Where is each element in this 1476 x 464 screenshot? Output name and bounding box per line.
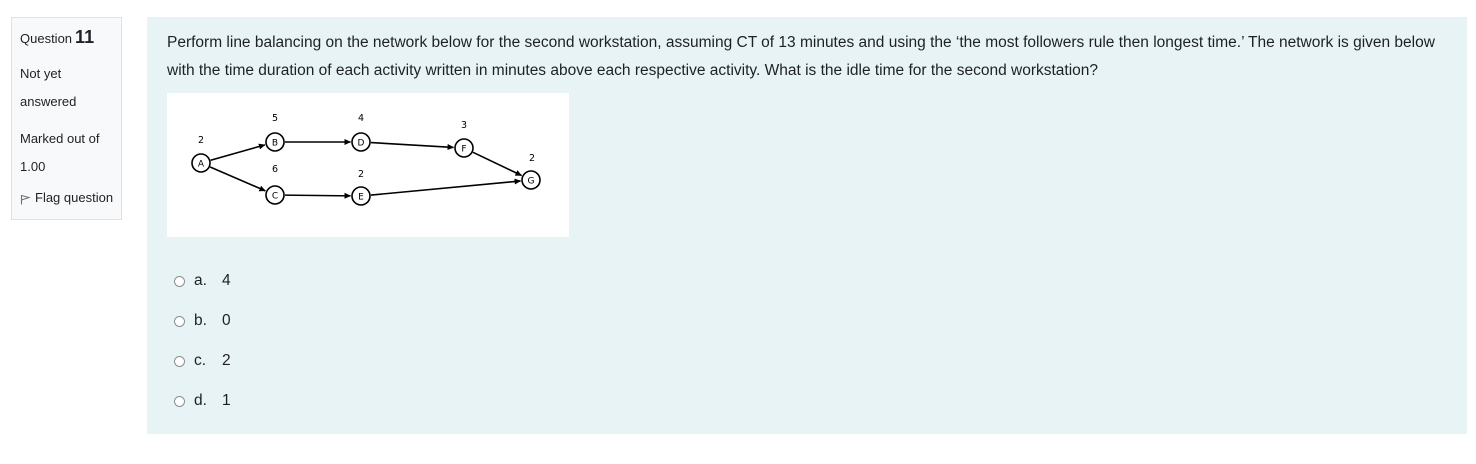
answer-radio-b[interactable] (174, 315, 185, 327)
question-grade: Marked out of 1.00 (20, 125, 120, 181)
node-b-label: B (272, 139, 278, 149)
question-number: 11 (75, 27, 95, 47)
question-status: Not yet answered (20, 60, 110, 116)
status-line-1: Not yet (20, 66, 62, 81)
status-line-2: answered (20, 94, 77, 109)
answer-letter: a. (194, 272, 207, 289)
answer-radio-d[interactable] (174, 395, 185, 407)
answer-letter: c. (194, 352, 207, 369)
question-text: Perform line balancing on the network be… (167, 34, 1435, 79)
edge-C-E (284, 192, 352, 199)
answer-value: 4 (222, 272, 231, 289)
node-d-circle (351, 132, 371, 152)
node-f-time: 3 (461, 120, 467, 131)
edge-E-G (370, 178, 522, 196)
answer-option-d[interactable]: d. 1 (174, 381, 231, 421)
edge-A-C (209, 166, 266, 192)
node-a-label: A (198, 160, 205, 170)
node-c-time: 6 (272, 164, 278, 175)
node-b-circle (265, 132, 285, 152)
node-e-circle (351, 186, 371, 206)
node-a-circle (191, 153, 211, 173)
node-e-label: E (358, 193, 364, 203)
node-e-time: 2 (358, 169, 364, 180)
node-c-label: C (272, 192, 278, 202)
answer-value: 2 (222, 352, 231, 369)
answer-options: a. 4 b. 0 c. 2 d. 1 (174, 261, 231, 421)
node-f-label: F (461, 145, 466, 155)
node-g-label: G (528, 177, 535, 187)
edge-D-F (370, 141, 455, 151)
answer-option-c[interactable]: c. 2 (174, 341, 231, 381)
node-b-time: 5 (272, 113, 278, 124)
marked-line-1: Marked out of (20, 131, 100, 146)
flag-question-label: Flag question (35, 190, 114, 205)
node-g-time: 2 (529, 153, 535, 164)
flag-icon (20, 195, 31, 205)
edge-A-B (210, 143, 266, 162)
answer-value: 1 (222, 392, 231, 409)
answer-option-a[interactable]: a. 4 (174, 261, 231, 301)
answer-value: 0 (222, 312, 231, 329)
node-d-label: D (358, 139, 365, 149)
answer-letter: d. (194, 392, 207, 409)
answer-radio-a[interactable] (174, 275, 185, 287)
answer-option-b[interactable]: b. 0 (174, 301, 231, 341)
question-label: Question (20, 31, 73, 46)
question-content: Perform line balancing on the network be… (147, 17, 1467, 434)
answer-letter: b. (194, 312, 207, 329)
edge-F-G (472, 151, 522, 177)
flag-question-button[interactable]: Flag question (20, 190, 113, 205)
node-c-circle (265, 185, 285, 205)
node-g-circle (521, 170, 541, 190)
answer-radio-c[interactable] (174, 355, 185, 367)
node-d-time: 4 (358, 113, 364, 124)
node-a-time: 2 (198, 135, 204, 146)
marked-line-2: 1.00 (20, 159, 46, 174)
node-f-circle (454, 138, 474, 158)
